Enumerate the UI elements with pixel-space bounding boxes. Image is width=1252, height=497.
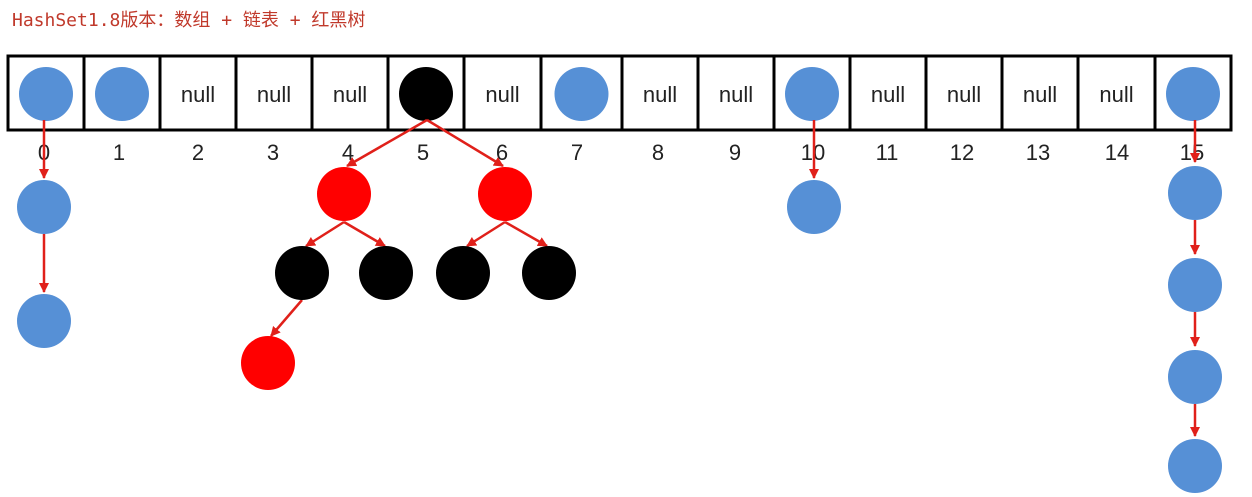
null-label: null (485, 82, 519, 107)
null-label: null (643, 82, 677, 107)
index-label: 11 (876, 140, 899, 165)
nodes (17, 166, 1222, 493)
tree-node-red (241, 336, 295, 390)
index-label: 2 (192, 140, 204, 165)
index-label: 3 (267, 140, 279, 165)
bucket-node (1166, 67, 1220, 121)
tree-node-black (522, 246, 576, 300)
index-label: 9 (729, 140, 741, 165)
index-label: 15 (1180, 140, 1204, 165)
tree-node-black (275, 246, 329, 300)
list-node (17, 180, 71, 234)
index-label: 14 (1105, 140, 1129, 165)
arrow (270, 299, 303, 337)
array-cells: null null null null null null null null null null (19, 67, 1220, 121)
index-label: 7 (571, 140, 583, 165)
bucket-node (554, 67, 609, 121)
bucket-node (785, 67, 839, 121)
arrow (426, 118, 504, 168)
list-node (1168, 350, 1222, 404)
index-label: 4 (342, 140, 354, 165)
list-node (17, 294, 71, 348)
arrow (346, 118, 428, 168)
bucket-tree-root (399, 67, 453, 121)
array-border (6, 54, 1233, 132)
index-label: 5 (417, 140, 429, 165)
index-label: 12 (950, 140, 974, 165)
null-label: null (947, 82, 981, 107)
null-label: null (871, 82, 905, 107)
diagram-title: HashSet1.8版本：数组 + 链表 + 红黑树 (12, 10, 366, 31)
tree-node-red (317, 167, 371, 221)
list-node (787, 180, 841, 234)
null-label: null (257, 82, 291, 107)
tree-node-red (478, 167, 532, 221)
null-label: null (1023, 82, 1057, 107)
null-label: null (181, 82, 215, 107)
null-label: null (1099, 82, 1133, 107)
index-label: 13 (1026, 140, 1050, 165)
arrow (466, 220, 506, 248)
bucket-node (19, 67, 73, 121)
index-label: 1 (113, 140, 125, 165)
array-dividers (82, 56, 1157, 130)
index-label: 8 (652, 140, 664, 165)
index-label: 6 (496, 140, 508, 165)
null-label: null (333, 82, 367, 107)
tree-node-black (359, 246, 413, 300)
list-node (1168, 258, 1222, 312)
null-label: null (719, 82, 753, 107)
arrow (504, 220, 548, 248)
list-node (1168, 439, 1222, 493)
arrow (343, 220, 386, 248)
arrows (39, 118, 1200, 437)
bucket-node (95, 67, 149, 121)
list-node (1168, 166, 1222, 220)
arrow (305, 220, 345, 248)
tree-node-black (436, 246, 490, 300)
